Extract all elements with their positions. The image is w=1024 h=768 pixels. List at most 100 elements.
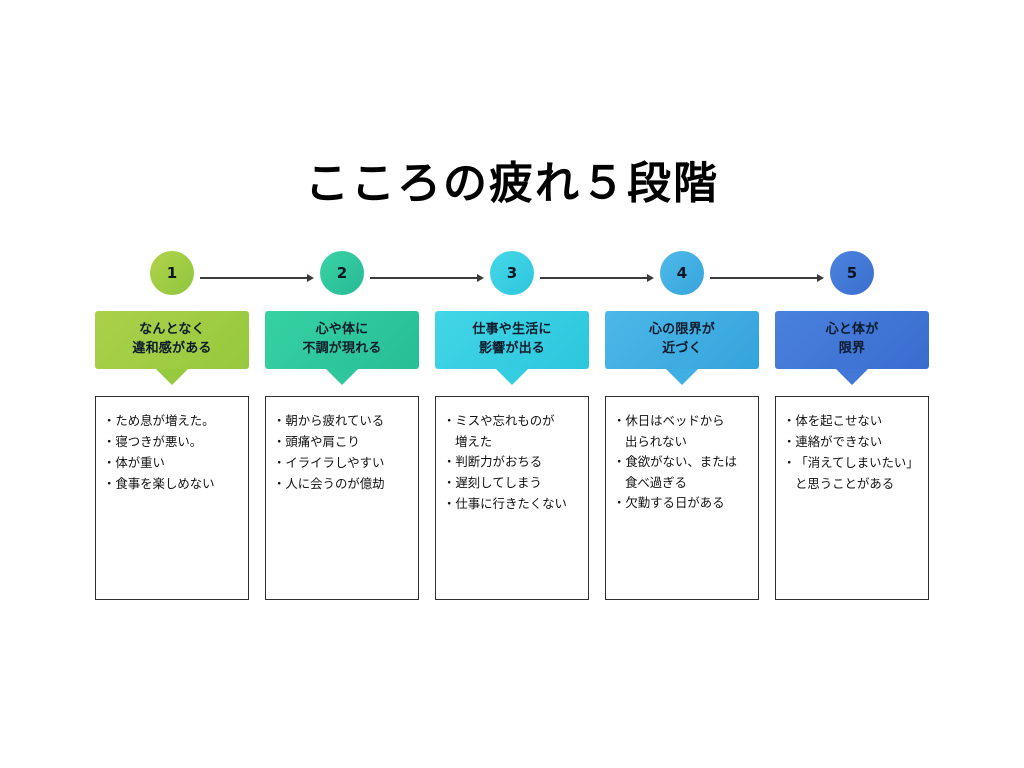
bullet-icon: ・ xyxy=(103,434,116,450)
list-item: ・連絡ができない xyxy=(783,432,922,452)
bullet-icon: ・ xyxy=(443,454,456,470)
stage-banner-line1: 心と体が xyxy=(825,322,879,338)
list-item-continuation: 出られない xyxy=(625,434,687,450)
step-number-circle-3[interactable]: 3 xyxy=(490,251,534,295)
step-rail: 1 2 3 4 5 xyxy=(95,251,929,295)
bullet-icon: ・ xyxy=(273,434,286,450)
bullet-icon: ・ xyxy=(443,475,456,491)
list-item-label: 体を起こせない xyxy=(795,413,883,428)
list-item-label: 人に会うのが億劫 xyxy=(285,476,385,492)
stage-banner-text: 心と体が限界 xyxy=(826,321,879,359)
stage-banner-line2: 限界 xyxy=(838,341,866,356)
list-item: ・判断力がおちる xyxy=(443,452,582,472)
arrow-head-icon xyxy=(647,274,654,282)
list-item: ・朝から疲れている xyxy=(273,411,412,431)
bullet-icon: ・ xyxy=(783,434,796,450)
stage-banner-line2: 影響が出る xyxy=(478,341,545,356)
bullet-icon: ・ xyxy=(273,476,286,492)
list-item-label: 判断力がおちる xyxy=(455,454,543,470)
progress-arrow-1 xyxy=(200,272,314,284)
stage-column-4: 心の限界が近づく・休日はベッドから出られない・食欲がない、または食べ過ぎる・欠勤… xyxy=(605,311,759,600)
step-circle-slot-1: 1 xyxy=(95,251,249,295)
symptom-box-2: ・朝から疲れている・頭痛や肩こり・イライラしやすい・人に会うのが億劫 xyxy=(265,396,419,600)
list-item-label: 連絡ができない xyxy=(795,434,883,450)
list-item-label: 朝から疲れている xyxy=(285,413,385,428)
stage-column-3: 仕事や生活に影響が出る・ミスや忘れものが増えた・判断力がおちる・遅刻してしまう・… xyxy=(435,311,589,600)
stage-banner-text: 心や体に不調が現れる xyxy=(302,321,381,359)
arrow-head-icon xyxy=(817,274,824,282)
arrow-line-icon xyxy=(370,277,478,279)
list-item: ・体を起こせない xyxy=(783,411,922,431)
list-item: ・ため息が増えた。 xyxy=(103,411,242,431)
banner-pointer-icon xyxy=(836,369,868,385)
step-circle-slot-2: 2 xyxy=(265,251,419,295)
bullet-icon: ・ xyxy=(273,455,286,471)
list-item-label: 寝つきが悪い。 xyxy=(115,434,203,450)
step-number-circle-2[interactable]: 2 xyxy=(320,251,364,295)
list-item: ・遅刻してしまう xyxy=(443,473,582,493)
list-item: ・欠勤する日がある xyxy=(613,493,752,513)
arrow-line-icon xyxy=(540,277,648,279)
stage-banner-line2: 不調が現れる xyxy=(302,341,382,356)
step-circle-slot-3: 3 xyxy=(435,251,589,295)
stage-banner-line1: なんとなく xyxy=(139,322,205,338)
progress-arrow-2 xyxy=(370,272,484,284)
banner-pointer-icon xyxy=(496,369,528,385)
stage-banner-line2: 違和感がある xyxy=(132,341,212,356)
list-item-label: イライラしやすい xyxy=(285,455,385,471)
list-item-label: 仕事に行きたくない xyxy=(455,496,567,512)
bullet-icon: ・ xyxy=(443,413,456,428)
list-item-label: 休日はベッドから xyxy=(625,413,725,428)
list-item: ・寝つきが悪い。 xyxy=(103,432,242,452)
progress-arrow-4 xyxy=(710,272,824,284)
symptom-box-5: ・体を起こせない・連絡ができない・「消えてしまいたい」と思うことがある xyxy=(775,396,929,600)
step-number-circle-5[interactable]: 5 xyxy=(830,251,874,295)
list-item: ・頭痛や肩こり xyxy=(273,432,412,452)
list-item: ・人に会うのが億劫 xyxy=(273,474,412,494)
bullet-icon: ・ xyxy=(103,455,116,471)
stage-column-1: なんとなく違和感がある・ため息が増えた。・寝つきが悪い。・体が重い・食事を楽しめ… xyxy=(95,311,249,600)
list-item: ・イライラしやすい xyxy=(273,453,412,473)
list-item-label: 欠勤する日がある xyxy=(625,495,725,511)
stage-banner-line1: 心の限界が xyxy=(648,322,715,338)
list-item: ・「消えてしまいたい」 xyxy=(783,453,922,473)
arrow-line-icon xyxy=(200,277,308,279)
list-item-label: ミスや忘れものが xyxy=(455,413,555,428)
list-item: ・食事を楽しめない xyxy=(103,474,242,494)
list-item: ・ミスや忘れものが xyxy=(443,411,582,431)
stage-columns: なんとなく違和感がある・ため息が増えた。・寝つきが悪い。・体が重い・食事を楽しめ… xyxy=(95,311,929,601)
stage-banner-5[interactable]: 心と体が限界 xyxy=(775,311,929,385)
list-item: ・体が重い xyxy=(103,453,242,473)
banner-pointer-icon xyxy=(156,369,188,385)
bullet-icon: ・ xyxy=(103,476,116,492)
list-item-label: 体が重い xyxy=(115,455,165,471)
stage-banner-text: なんとなく違和感がある xyxy=(132,321,211,359)
list-item-label: 「消えてしまいたい」 xyxy=(795,455,919,471)
stage-banner-text: 心の限界が近づく xyxy=(649,321,715,359)
list-item: ・仕事に行きたくない xyxy=(443,494,582,514)
symptom-box-4: ・休日はベッドから出られない・食欲がない、または食べ過ぎる・欠勤する日がある xyxy=(605,396,759,600)
list-item-label: 食欲がない、または xyxy=(625,454,737,470)
page-title: こころの疲れ５段階 xyxy=(305,158,719,209)
step-circle-slot-5: 5 xyxy=(775,251,929,295)
stage-banner-line1: 心や体に xyxy=(315,322,369,338)
step-number-circle-1[interactable]: 1 xyxy=(150,251,194,295)
symptom-box-3: ・ミスや忘れものが増えた・判断力がおちる・遅刻してしまう・仕事に行きたくない xyxy=(435,396,589,600)
list-item-label: 食事を楽しめない xyxy=(115,476,215,492)
bullet-icon: ・ xyxy=(783,455,796,471)
stage-banner-4[interactable]: 心の限界が近づく xyxy=(605,311,759,385)
stage-banner-text: 仕事や生活に影響が出る xyxy=(472,321,551,359)
stage-column-5: 心と体が限界・体を起こせない・連絡ができない・「消えてしまいたい」と思うことがあ… xyxy=(775,311,929,600)
bullet-icon: ・ xyxy=(103,413,116,428)
stage-banner-line1: 仕事や生活に xyxy=(472,322,552,338)
step-number-circle-4[interactable]: 4 xyxy=(660,251,704,295)
stage-banner-1[interactable]: なんとなく違和感がある xyxy=(95,311,249,385)
stage-banner-3[interactable]: 仕事や生活に影響が出る xyxy=(435,311,589,385)
step-circle-slot-4: 4 xyxy=(605,251,759,295)
list-item-label: 遅刻してしまう xyxy=(455,475,542,491)
symptom-box-1: ・ため息が増えた。・寝つきが悪い。・体が重い・食事を楽しめない xyxy=(95,396,249,600)
stage-banner-2[interactable]: 心や体に不調が現れる xyxy=(265,311,419,385)
stage-banner-line2: 近づく xyxy=(662,341,702,356)
banner-pointer-icon xyxy=(666,369,698,385)
